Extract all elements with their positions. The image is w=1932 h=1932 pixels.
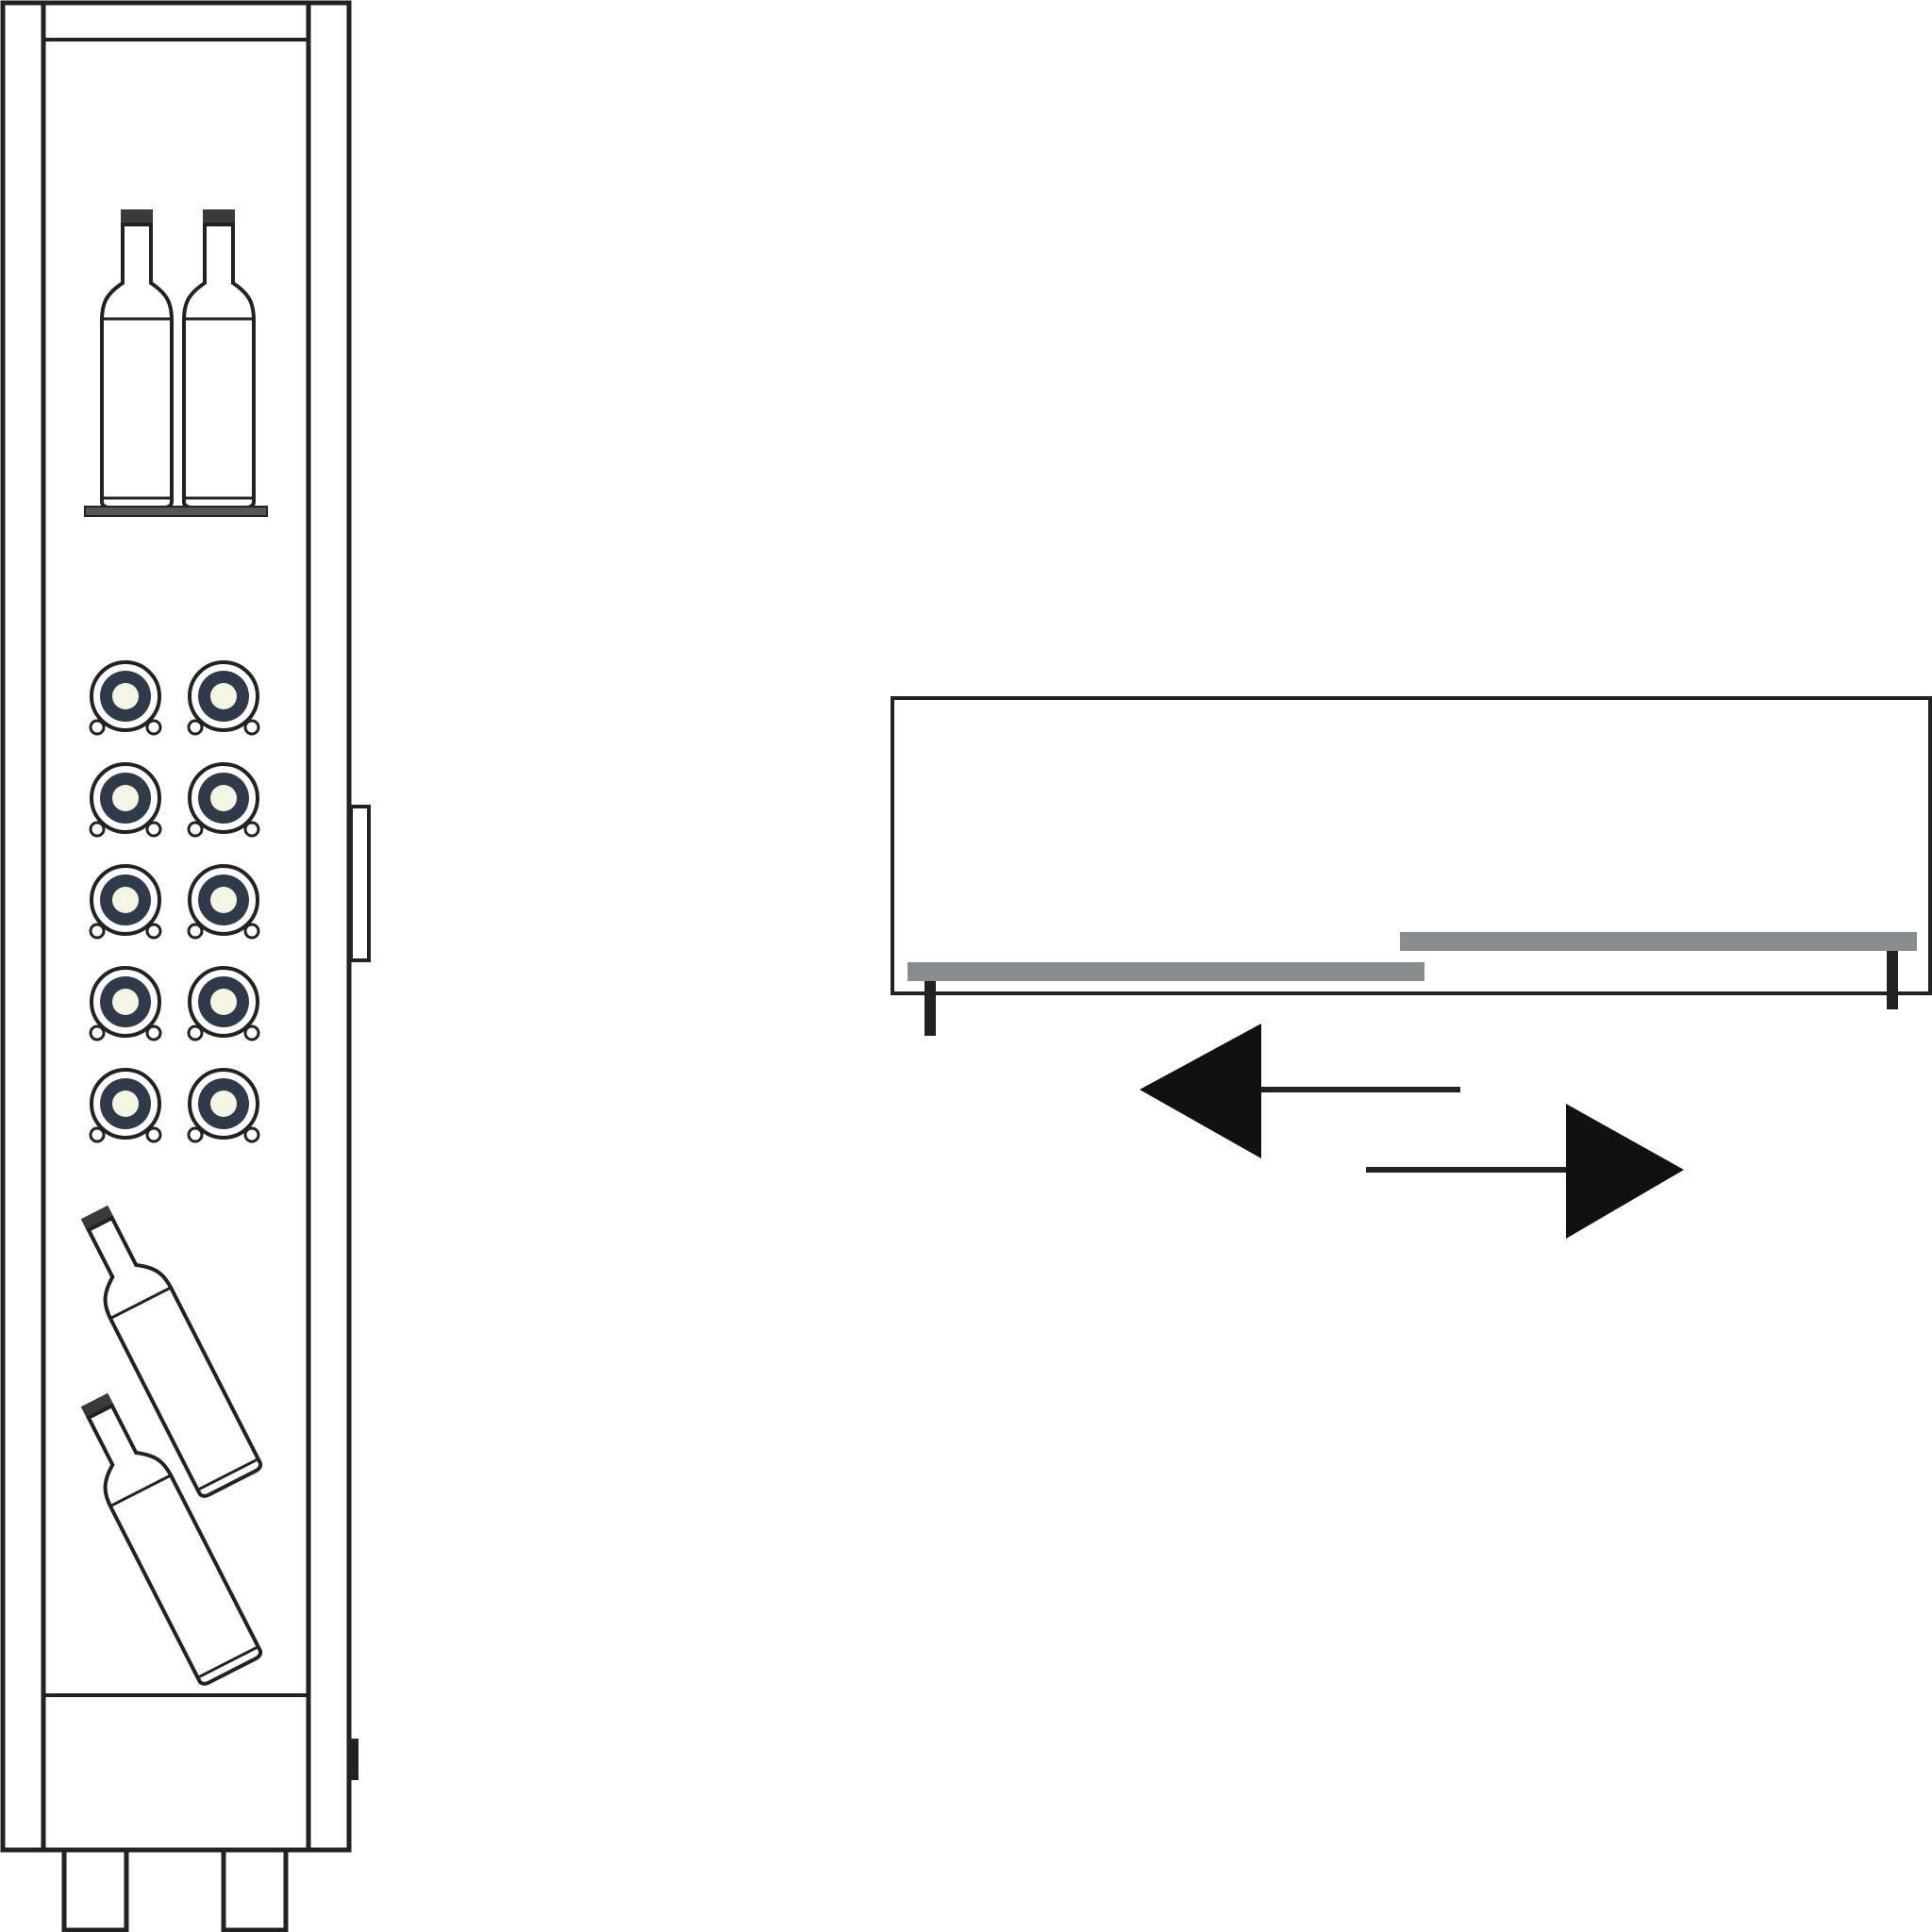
bottle-end-icon	[89, 660, 162, 736]
bottle-ends-grid	[89, 660, 260, 1143]
bottle-end-icon	[89, 864, 162, 940]
drawer-runner-lower	[908, 962, 1424, 981]
upright-bottle-icon	[182, 209, 256, 509]
arrow-right-icon	[1366, 1104, 1684, 1239]
drawer-runner-upper	[1400, 932, 1917, 951]
drawer-leg-right	[1887, 951, 1898, 1009]
sliding-drawer	[891, 696, 1932, 1036]
tilted-bottle-icon	[80, 1205, 263, 1498]
drawer-leg-left	[924, 981, 936, 1036]
upright-bottle-icon	[100, 209, 174, 509]
bottle-end-icon	[187, 1068, 260, 1143]
bottle-end-icon	[187, 660, 260, 736]
cabinet-small-knob	[351, 1739, 358, 1780]
bottle-shelf	[84, 506, 268, 517]
cabinet	[0, 0, 371, 1932]
bottle-end-icon	[89, 762, 162, 838]
bottle-end-icon	[187, 762, 260, 838]
cabinet-foot-left	[61, 1847, 129, 1932]
arrow-left-icon	[1140, 1024, 1460, 1158]
upright-bottle-group	[84, 209, 268, 517]
cabinet-foot-right	[221, 1847, 289, 1932]
cabinet-handle	[349, 805, 371, 962]
tilted-bottle-icon	[80, 1392, 263, 1686]
bottle-end-icon	[89, 966, 162, 1041]
bottle-end-icon	[89, 1068, 162, 1143]
bottle-end-icon	[187, 966, 260, 1041]
bottle-end-icon	[187, 864, 260, 940]
